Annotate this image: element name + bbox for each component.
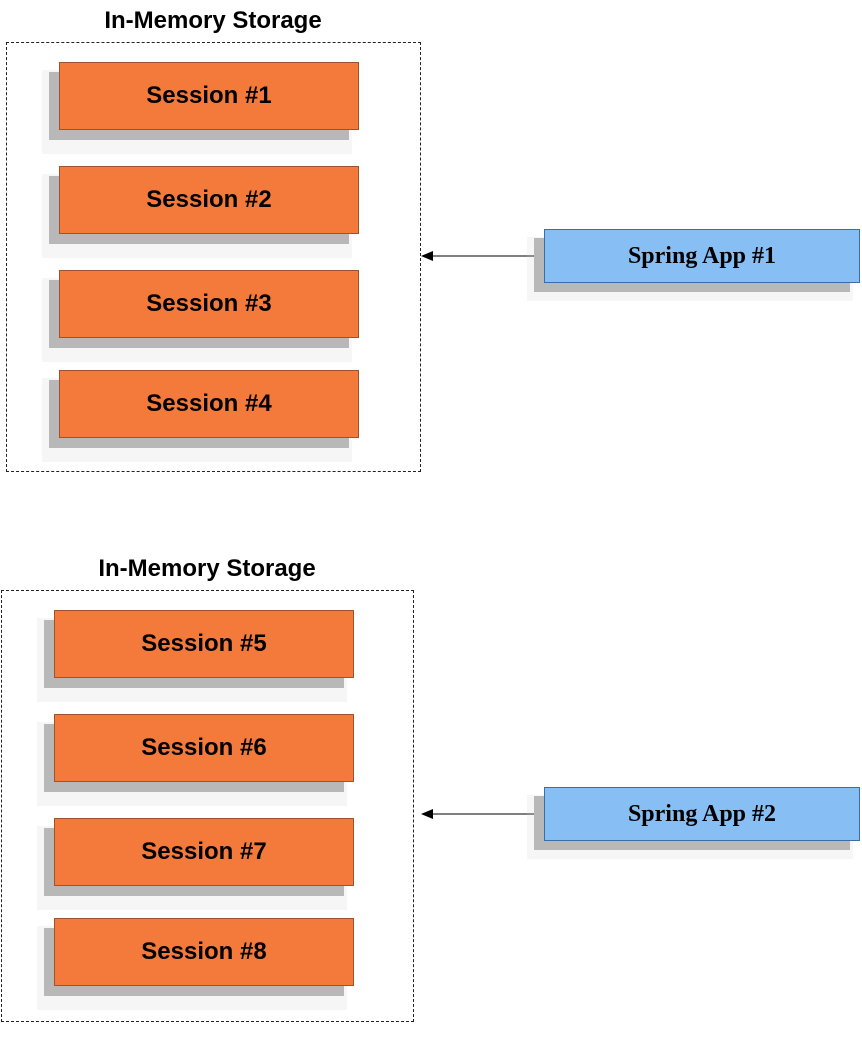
session-box: Session #6 (37, 714, 354, 806)
session-box: Session #8 (37, 918, 354, 1010)
session-label: Session #1 (59, 62, 359, 130)
session-label: Session #4 (59, 370, 359, 438)
session-label: Session #8 (54, 918, 354, 986)
session-label: Session #7 (54, 818, 354, 886)
spring-app-box: Spring App #1 (527, 229, 860, 301)
spring-app-label: Spring App #2 (544, 787, 860, 841)
session-box: Session #2 (42, 166, 359, 258)
session-box: Session #3 (42, 270, 359, 362)
session-label: Session #5 (54, 610, 354, 678)
session-box: Session #1 (42, 62, 359, 154)
spring-app-label: Spring App #1 (544, 229, 860, 283)
arrow-left-icon (421, 251, 545, 261)
session-label: Session #6 (54, 714, 354, 782)
storage-group-1: In-Memory Storage Session #1 Session #2 … (0, 0, 862, 500)
storage-group-2: In-Memory Storage Session #5 Session #6 … (0, 548, 862, 1048)
session-box: Session #7 (37, 818, 354, 910)
storage-title: In-Memory Storage (98, 555, 316, 582)
session-box: Session #5 (37, 610, 354, 702)
spring-app-box: Spring App #2 (527, 787, 860, 859)
storage-title: In-Memory Storage (104, 7, 322, 34)
session-box: Session #4 (42, 370, 359, 462)
session-label: Session #2 (59, 166, 359, 234)
arrow-left-icon (421, 809, 545, 819)
session-label: Session #3 (59, 270, 359, 338)
